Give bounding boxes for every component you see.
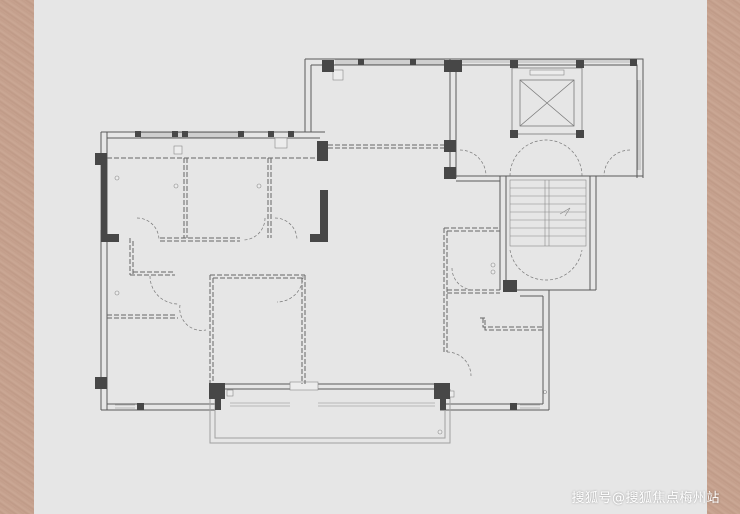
wall-bottom-left [101,403,215,411]
wall-step [520,289,549,297]
plan-paper [34,0,707,514]
wall-stair-right [589,176,597,290]
bottom-balcony [209,389,451,444]
sliding-door-threshold [289,381,319,391]
fixtures [114,69,547,435]
wood-frame-left [0,0,34,514]
wall-shaft-left [304,59,312,132]
structural-columns [95,59,637,410]
wall-bottom-right [440,403,549,411]
wall-stair-top [456,175,643,182]
wall-right-lower [542,290,550,410]
stair-icon [509,179,587,247]
wood-frame-right [707,0,740,514]
windows [100,59,641,409]
exterior-walls [100,58,644,411]
interior-partitions [107,144,543,384]
wall-stair-left [499,176,507,290]
doors [136,139,631,377]
wall-top-right [450,58,644,178]
wall-bottom-mid [215,383,440,390]
wall-top-middle [305,58,450,66]
elevator-icon [511,67,583,135]
watermark-text: 搜狐号@搜狐焦点梅州站 [571,491,720,506]
wall-core-left [449,59,457,178]
